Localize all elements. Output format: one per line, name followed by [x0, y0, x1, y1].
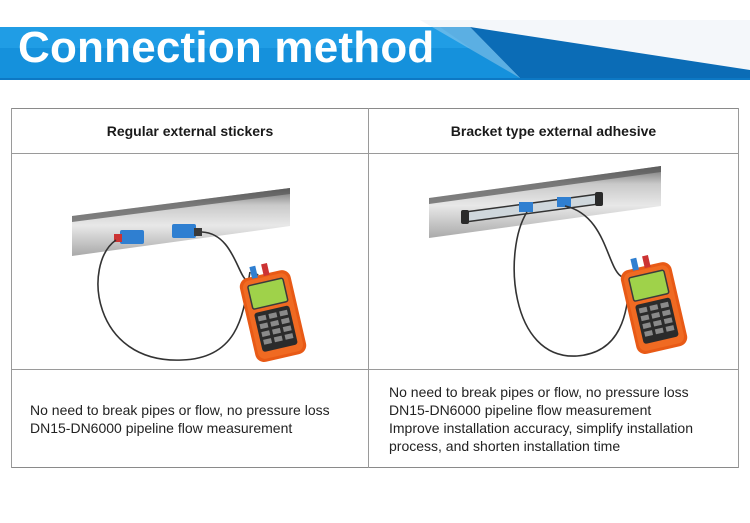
header-banner: Connection method — [0, 0, 750, 90]
flow-meter-device — [239, 263, 307, 363]
banner-shape — [0, 20, 750, 80]
description-line: DN15-DN6000 pipeline flow measurement — [30, 419, 293, 436]
flow-meter-device — [620, 255, 688, 355]
description-line: No need to break pipes or flow, no press… — [389, 383, 689, 400]
description-line: Improve installation accuracy, simplify … — [389, 419, 693, 454]
image-row-divider — [11, 369, 739, 370]
column-header-bracket: Bracket type external adhesive — [450, 123, 657, 139]
column-header-regular: Regular external stickers — [106, 123, 274, 139]
transducer-right — [172, 224, 202, 238]
table-border-left — [11, 108, 12, 468]
mounting-bracket — [461, 192, 603, 224]
cable-left — [513, 211, 632, 357]
table-border-right — [738, 108, 739, 468]
page-title: Connection method — [18, 23, 435, 72]
description-line: DN15-DN6000 pipeline flow measurement — [389, 401, 652, 418]
illustration-regular-stickers — [12, 154, 368, 368]
header-row-divider — [11, 153, 739, 154]
comparison-table — [11, 108, 739, 468]
table-divider-middle — [368, 108, 369, 468]
pipe — [72, 188, 290, 256]
transducer-left — [114, 230, 144, 244]
description-regular: No need to break pipes or flow, no press… — [30, 370, 365, 467]
cable-left — [97, 239, 251, 361]
description-line: No need to break pipes or flow, no press… — [30, 401, 330, 418]
description-bracket: No need to break pipes or flow, no press… — [389, 370, 729, 467]
illustration-bracket-adhesive — [369, 154, 738, 368]
